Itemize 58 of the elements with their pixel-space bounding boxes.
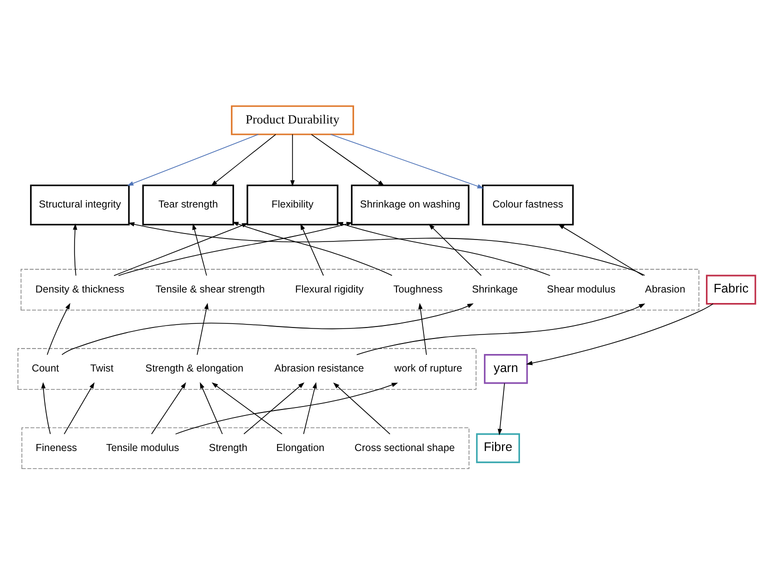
arrow <box>118 222 353 276</box>
node-box: Product Durability <box>230 105 354 136</box>
node-text: Elongation <box>276 442 324 454</box>
arrow <box>418 302 427 356</box>
arrow <box>114 223 248 276</box>
arrow <box>558 224 644 276</box>
node-text: Tensile & shear strength <box>155 284 265 296</box>
arrow <box>41 382 51 434</box>
node-text: Shear modulus <box>546 284 616 296</box>
arrow <box>498 382 505 436</box>
node-box: Colour fastness <box>482 184 574 226</box>
arrow <box>428 224 482 276</box>
arrow <box>175 382 398 434</box>
arrow <box>232 222 392 276</box>
node-box: Fabric <box>706 274 756 305</box>
node-text: Cross sectional shape <box>354 442 455 454</box>
arrow <box>290 134 295 186</box>
node-text: work of rupture <box>394 364 462 375</box>
node-text: Strength & elongation <box>145 364 244 375</box>
arrow <box>128 222 646 276</box>
arrow <box>244 382 304 434</box>
arrow <box>72 223 78 276</box>
node-text: Twist <box>90 364 114 375</box>
cluster <box>21 427 470 469</box>
node-box: yarn <box>484 354 528 384</box>
arrow <box>212 382 282 434</box>
node-text: Abrasion resistance <box>274 364 364 375</box>
arrow <box>192 224 207 276</box>
arrow <box>127 134 259 186</box>
node-text: Tensile modulus <box>106 442 180 454</box>
arrow <box>330 134 484 188</box>
arrow <box>210 134 276 186</box>
arrow <box>303 382 317 434</box>
arrow <box>526 303 714 366</box>
arrow <box>311 134 384 186</box>
node-text: Count <box>32 364 59 375</box>
node-text: Density & thickness <box>35 284 124 296</box>
node-box: Flexibility <box>246 184 338 226</box>
arrow <box>336 222 550 276</box>
node-box: Structural integrity <box>30 184 130 226</box>
arrow <box>300 224 324 276</box>
arrow <box>356 303 646 356</box>
arrow <box>62 303 474 356</box>
arrow <box>200 382 223 434</box>
arrow <box>151 382 186 434</box>
node-text: Toughness <box>393 284 443 296</box>
node-text: Abrasion <box>645 284 686 296</box>
node-box: Tear strength <box>142 184 234 226</box>
arrow <box>46 302 70 356</box>
arrow <box>196 302 209 356</box>
node-box: Shrinkage on washing <box>350 184 470 226</box>
node-text: Shrinkage <box>472 284 518 296</box>
arrow <box>333 382 390 434</box>
node-box: Fibre <box>476 433 520 464</box>
arrow <box>64 382 95 434</box>
node-text: Strength <box>208 442 248 454</box>
node-text: Flexural rigidity <box>295 284 364 296</box>
node-text: Fineness <box>36 442 78 454</box>
